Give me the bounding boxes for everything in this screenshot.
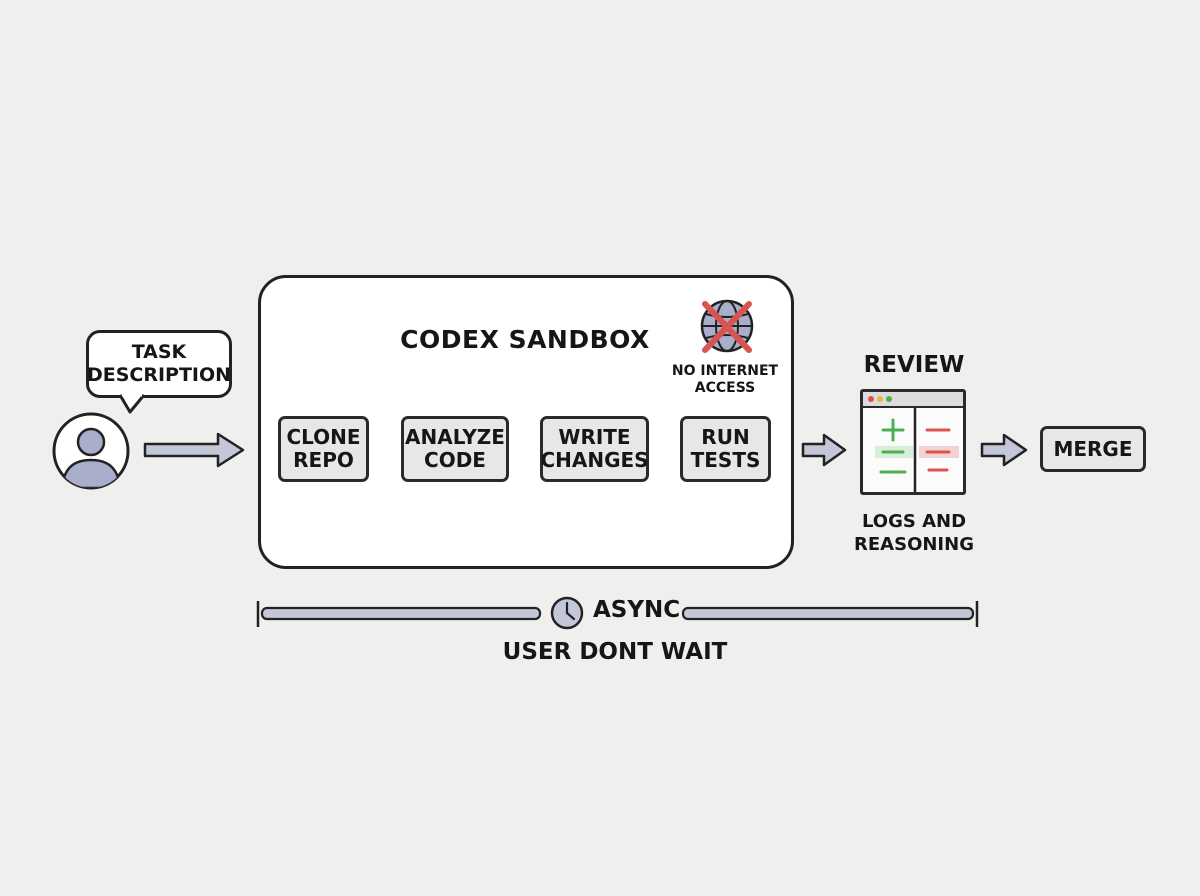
review-title: REVIEW — [863, 352, 965, 378]
step-label: RUN TESTS — [690, 425, 761, 472]
step-label: CLONE REPO — [286, 425, 361, 472]
diff-content — [875, 408, 959, 492]
sandbox-title: CODEX SANDBOX — [400, 325, 650, 354]
merge-box: MERGE — [1040, 426, 1146, 472]
merge-label: MERGE — [1053, 436, 1133, 461]
arrow-review-to-merge — [980, 433, 1028, 467]
no-internet-globe-icon — [700, 299, 754, 353]
step-label: WRITE CHANGES — [540, 425, 649, 472]
timeline-bar-right — [681, 606, 975, 621]
window-dot-red — [868, 396, 874, 402]
step-clone-repo: CLONE REPO — [278, 416, 369, 482]
step-write-changes: WRITE CHANGES — [540, 416, 649, 482]
task-description-label: TASK DESCRIPTION — [86, 341, 232, 386]
clock-icon — [550, 596, 584, 630]
arrow-user-to-sandbox — [143, 432, 245, 468]
speech-bubble-tail — [118, 393, 146, 414]
step-analyze-code: ANALYZE CODE — [401, 416, 509, 482]
arrow-sandbox-to-review — [801, 433, 847, 467]
window-dot-yellow — [877, 396, 883, 402]
step-run-tests: RUN TESTS — [680, 416, 771, 482]
user-avatar-icon — [52, 412, 130, 490]
async-label: ASYNC — [593, 597, 681, 623]
user-dont-wait-label: USER DONT WAIT — [502, 639, 728, 665]
no-internet-access-label: NO INTERNET ACCESS — [671, 363, 779, 396]
step-label: ANALYZE CODE — [405, 425, 505, 472]
diff-window-icon — [860, 389, 966, 495]
window-dot-green — [886, 396, 892, 402]
task-description-bubble: TASK DESCRIPTION — [86, 330, 232, 398]
timeline-bar-left — [260, 606, 542, 621]
logs-and-reasoning-label: LOGS AND REASONING — [854, 511, 974, 555]
window-title-bar — [863, 392, 963, 408]
